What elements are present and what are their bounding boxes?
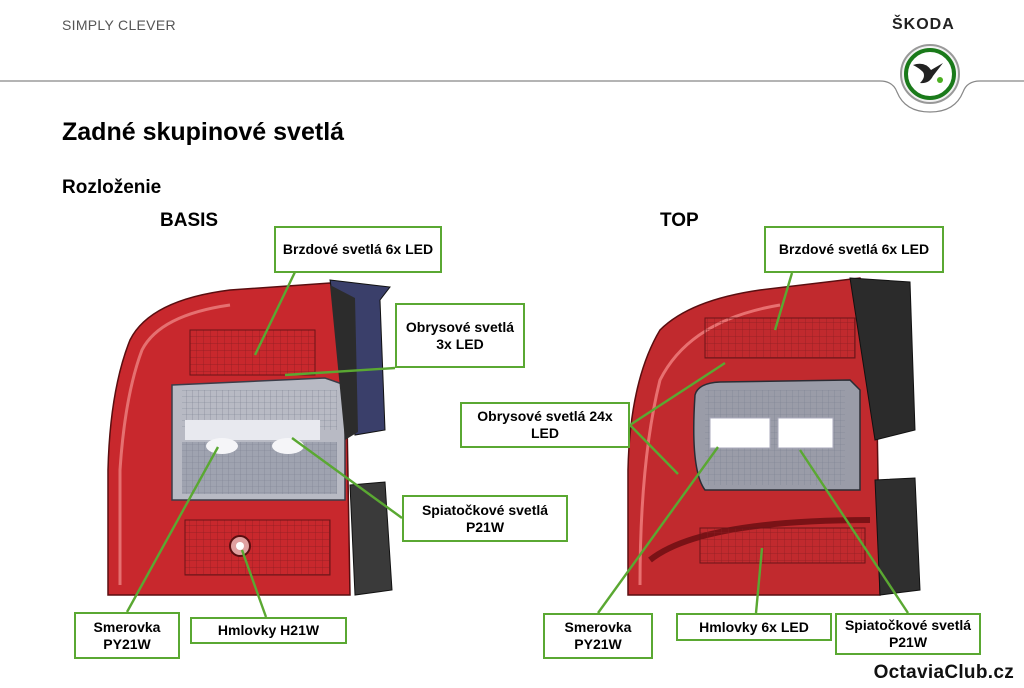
callout-basis-brake: Brzdové svetlá 6x LED bbox=[274, 226, 442, 273]
callout-basis-position: Obrysové svetlá 3x LED bbox=[395, 303, 525, 368]
callout-basis-reverse: Spiatočkové svetlá P21W bbox=[402, 495, 568, 542]
variant-label-top: TOP bbox=[660, 210, 699, 231]
callout-top-brake: Brzdové svetlá 6x LED bbox=[764, 226, 944, 273]
basis-lamp bbox=[107, 279, 393, 596]
watermark: OctaviaClub.cz bbox=[873, 662, 1014, 683]
callout-basis-indicator: Smerovka PY21W bbox=[74, 612, 180, 659]
top-lamp bbox=[627, 277, 921, 596]
pointer-lines bbox=[125, 271, 910, 618]
skoda-logo-icon bbox=[900, 44, 960, 104]
page-subtitle: Rozloženie bbox=[62, 177, 162, 198]
brand-tagline: SIMPLY CLEVER bbox=[62, 17, 176, 33]
page-title: Zadné skupinové svetlá bbox=[62, 118, 345, 146]
callout-top-indicator: Smerovka PY21W bbox=[543, 613, 653, 659]
callout-top-fog: Hmlovky 6x LED bbox=[676, 613, 832, 641]
header-divider bbox=[0, 80, 1024, 113]
callout-top-reverse: Spiatočkové svetlá P21W bbox=[835, 613, 981, 655]
callout-basis-fog: Hmlovky H21W bbox=[190, 617, 347, 644]
variant-label-basis: BASIS bbox=[160, 210, 219, 231]
brand-wordmark: ŠKODA bbox=[892, 16, 955, 33]
callout-top-position: Obrysové svetlá 24x LED bbox=[460, 402, 630, 448]
